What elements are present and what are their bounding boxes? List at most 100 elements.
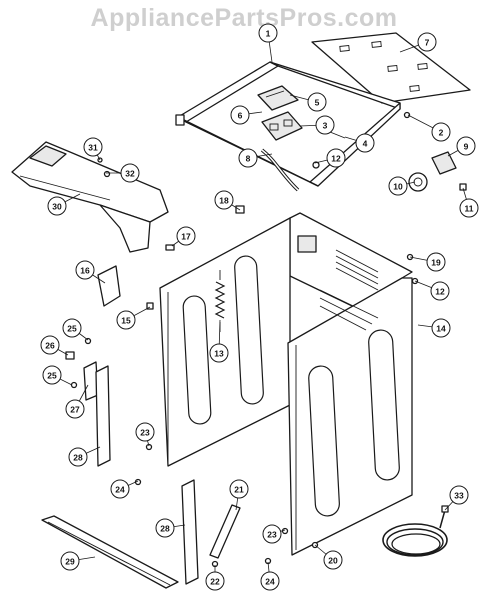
callout-2: 2 bbox=[407, 114, 451, 142]
callout-17: 17 bbox=[171, 226, 196, 247]
part-screw-25 bbox=[84, 337, 92, 345]
callout-8: 8 bbox=[238, 148, 273, 168]
part-top-pad bbox=[311, 32, 471, 104]
callout-26: 26 bbox=[40, 335, 69, 356]
callout-11: 11 bbox=[459, 187, 479, 218]
callout-number: 18 bbox=[219, 196, 229, 206]
callout-circle bbox=[120, 163, 140, 183]
callout-number: 17 bbox=[181, 232, 191, 242]
callout-number: 14 bbox=[436, 324, 446, 334]
callout-circle bbox=[315, 115, 335, 135]
callout-27: 27 bbox=[65, 384, 89, 419]
part-assembly-3 bbox=[261, 111, 303, 141]
callout-number: 4 bbox=[363, 139, 368, 149]
callout-circle bbox=[449, 485, 469, 505]
callout-number: 23 bbox=[140, 428, 150, 438]
part-rail-29 bbox=[41, 515, 179, 589]
part-console-30 bbox=[11, 141, 169, 253]
callout-circle bbox=[307, 92, 327, 112]
callout-circle bbox=[262, 524, 282, 544]
part-screw-2 bbox=[403, 111, 411, 119]
part-hose-4 bbox=[329, 131, 346, 139]
callout-number: 24 bbox=[115, 485, 125, 495]
callout-number: 22 bbox=[210, 577, 220, 587]
part-bracket-16 bbox=[97, 265, 121, 307]
callout-32: 32 bbox=[106, 163, 140, 183]
callout-number: 25 bbox=[47, 371, 57, 381]
callout-circle bbox=[326, 148, 346, 168]
callout-number: 1 bbox=[266, 29, 271, 39]
part-support-28 bbox=[95, 365, 111, 467]
callout-number: 31 bbox=[88, 143, 98, 153]
callout-number: 32 bbox=[125, 169, 135, 179]
callout-circle bbox=[83, 137, 103, 157]
part-clip-26 bbox=[65, 351, 75, 360]
callout-number: 5 bbox=[315, 98, 320, 108]
callout-4: 4 bbox=[344, 133, 375, 153]
callout-23: 23 bbox=[262, 524, 286, 544]
callout-number: 23 bbox=[267, 530, 277, 540]
part-screw-12 bbox=[312, 161, 320, 169]
part-switch-10 bbox=[408, 172, 428, 192]
callout-number: 28 bbox=[73, 453, 83, 463]
part-screw-32 bbox=[103, 170, 111, 178]
callout-28: 28 bbox=[68, 446, 101, 467]
callout-13: 13 bbox=[209, 319, 229, 363]
callout-number: 21 bbox=[234, 485, 244, 495]
callout-12: 12 bbox=[414, 280, 450, 301]
callout-23: 23 bbox=[135, 422, 155, 447]
callout-14: 14 bbox=[417, 318, 451, 338]
part-clip-17 bbox=[165, 244, 175, 251]
callout-number: 7 bbox=[425, 38, 430, 48]
part-clip-11 bbox=[459, 183, 467, 191]
callout-circle bbox=[459, 198, 479, 218]
callout-number: 27 bbox=[70, 405, 80, 415]
part-strut-21 bbox=[209, 504, 241, 559]
callout-18: 18 bbox=[214, 190, 241, 211]
part-cord-33 bbox=[382, 505, 449, 557]
callout-circle bbox=[155, 518, 175, 538]
callout-number: 12 bbox=[331, 154, 341, 164]
callout-circle bbox=[75, 260, 95, 280]
callout-number: 29 bbox=[65, 557, 75, 567]
callout-number: 10 bbox=[393, 182, 403, 192]
callout-circle bbox=[60, 551, 80, 571]
callout-circle bbox=[323, 550, 343, 570]
callout-circle bbox=[176, 226, 196, 246]
callout-number: 9 bbox=[464, 142, 469, 152]
callout-number: 26 bbox=[45, 341, 55, 351]
callout-number: 3 bbox=[323, 121, 328, 131]
part-screw-25b bbox=[70, 381, 78, 389]
callout-number: 15 bbox=[121, 316, 131, 326]
callout-19: 19 bbox=[409, 252, 446, 272]
callout-circle bbox=[355, 133, 375, 153]
callout-circle bbox=[47, 196, 67, 216]
callout-20: 20 bbox=[314, 544, 343, 570]
callout-circle bbox=[42, 365, 62, 385]
part-support-28b bbox=[181, 479, 199, 585]
callout-circle bbox=[431, 318, 451, 338]
callout-33: 33 bbox=[444, 485, 469, 511]
callout-number: 2 bbox=[439, 128, 444, 138]
callout-circle bbox=[230, 105, 250, 125]
callout-number: 28 bbox=[160, 524, 170, 534]
callout-circle bbox=[260, 571, 280, 591]
callout-number: 33 bbox=[454, 491, 464, 501]
part-cabinet-14 bbox=[159, 212, 413, 556]
callout-24: 24 bbox=[260, 561, 280, 591]
callout-circle bbox=[229, 479, 249, 499]
callout-9: 9 bbox=[447, 136, 476, 157]
callout-number: 25 bbox=[67, 324, 77, 334]
part-top-frame bbox=[175, 61, 401, 187]
callout-24: 24 bbox=[110, 479, 139, 499]
callout-1: 1 bbox=[258, 23, 278, 63]
part-clip-18 bbox=[235, 205, 245, 214]
callout-number: 30 bbox=[52, 202, 62, 212]
callout-circle bbox=[417, 32, 437, 52]
callout-25: 25 bbox=[42, 365, 73, 386]
callout-circle bbox=[238, 148, 258, 168]
callout-circle bbox=[426, 252, 446, 272]
